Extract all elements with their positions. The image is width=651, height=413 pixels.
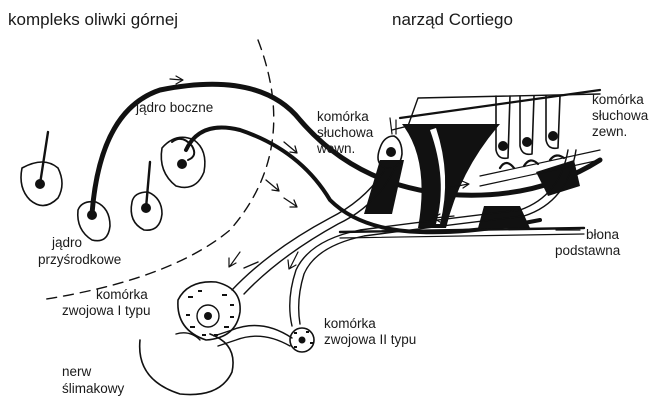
label-superior-olive: kompleks oliwki górnej [8,10,178,29]
svg-text:zewn.: zewn. [592,124,627,139]
label-medial-nucleus: jądro przyśrodkowe [38,235,121,267]
svg-text:nerw: nerw [62,364,92,379]
svg-text:słuchowa: słuchowa [317,125,374,140]
svg-text:komórka: komórka [592,92,644,107]
svg-text:komórka: komórka [324,316,376,331]
label-type1-ganglion-cell: komórka zwojowa I typu [62,287,151,318]
svg-text:przyśrodkowe: przyśrodkowe [38,252,121,267]
svg-text:komórka: komórka [96,287,148,302]
label-cochlear-nerve: nerw ślimakowy [62,364,125,396]
svg-text:ślimakowy: ślimakowy [62,381,125,396]
label-organ-of-corti: narząd Cortiego [392,10,513,29]
svg-text:komórka: komórka [317,109,369,124]
label-inner-hair-cell: komórka słuchowa wewn. [316,109,374,156]
olive-neuron-1 [21,132,62,206]
label-lateral-nucleus: jądro boczne [135,100,213,115]
pillar-cells [402,124,530,228]
outer-hair-cell-3 [546,96,560,148]
label-outer-hair-cell: komórka słuchowa zewn. [592,92,649,139]
cochlear-nerve-bundle [140,326,292,395]
svg-text:podstawna: podstawna [555,243,621,258]
svg-text:zwojowa II typu: zwojowa II typu [324,332,416,347]
svg-text:zwojowa I typu: zwojowa I typu [62,303,151,318]
svg-text:słuchowa: słuchowa [592,108,649,123]
svg-text:jądro: jądro [51,235,82,250]
label-basilar-membrane: błona podstawna [555,227,621,258]
lateral-nucleus-neuron [161,137,205,187]
type2-ganglion-cell [290,328,314,352]
svg-text:błona: błona [586,227,620,242]
type1-ganglion-cell [178,282,240,340]
olive-neuron-3 [131,162,162,230]
svg-text:wewn.: wewn. [316,141,355,156]
outer-hair-cell-2 [520,96,534,154]
label-type2-ganglion-cell: komórka zwojowa II typu [324,316,416,347]
supporting-cells [364,160,580,214]
